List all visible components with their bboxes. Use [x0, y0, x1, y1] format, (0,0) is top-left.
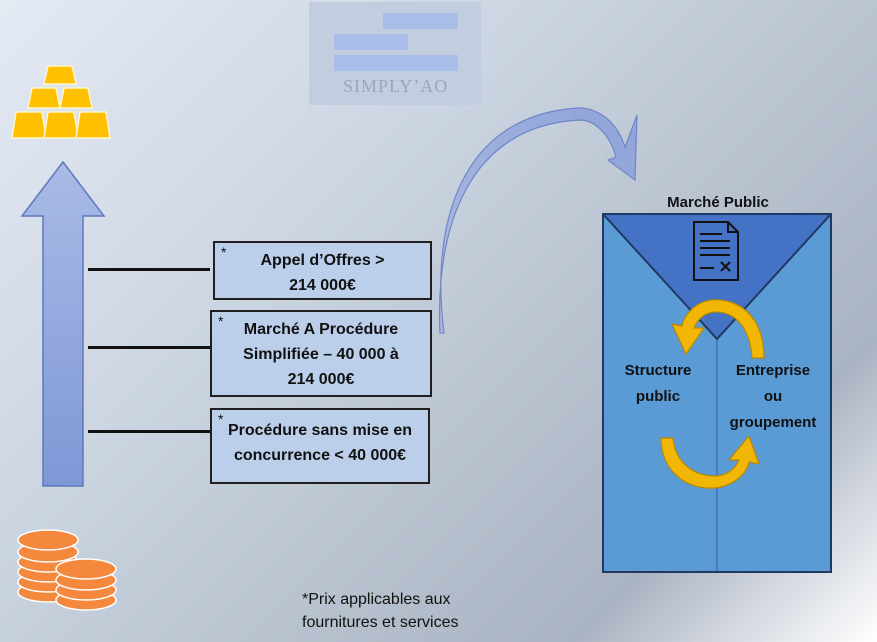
simplyao-logo: SIMPLY’AO: [309, 2, 481, 105]
label-line: public: [635, 388, 681, 405]
tier-text: 214 000€: [289, 277, 356, 294]
logo-bar: [383, 13, 458, 29]
connector-line: [88, 430, 210, 433]
tier-text: concurrence < 40 000€: [233, 447, 407, 464]
coins-stack-icon: [8, 522, 123, 612]
gold-bars-icon: [10, 64, 114, 142]
footnote-line: fournitures et services: [302, 614, 459, 631]
cycle-arrow-bottom-icon: [655, 430, 765, 495]
tier-text: Marché A Procédure: [243, 321, 399, 338]
tier-box-appel-offres: * Appel d’Offres > 214 000€: [213, 241, 432, 300]
logo-bar: [334, 34, 408, 50]
footnote-line: *Prix applicables aux: [302, 591, 451, 608]
label-line: groupement: [729, 414, 817, 431]
label-line: Structure: [624, 362, 692, 379]
envelope-title: Marché Public: [667, 194, 769, 211]
label-line: Entreprise: [735, 362, 811, 379]
entreprise-label: Entreprise ou groupement: [718, 358, 828, 436]
structure-public-label: Structure public: [612, 358, 704, 410]
tier-text: Appel d’Offres >: [260, 252, 385, 269]
logo-bar: [334, 55, 458, 71]
curved-arrow: [430, 105, 650, 340]
marche-public-envelope: [600, 213, 834, 573]
connector-line: [88, 268, 210, 271]
tier-text: Procédure sans mise en: [227, 422, 413, 439]
logo-text: SIMPLY’AO: [343, 76, 449, 96]
footnote: *Prix applicables aux fournitures et ser…: [302, 588, 522, 634]
value-scale-arrow: [20, 160, 106, 490]
tier-box-sans-concurrence: * Procédure sans mise en concurrence < 4…: [210, 408, 430, 484]
contract-document-icon: [692, 220, 740, 282]
tier-box-mapa: * Marché A Procédure Simplifiée – 40 000…: [210, 310, 432, 397]
connector-line: [88, 346, 210, 349]
tier-text: 214 000€: [287, 371, 355, 388]
cycle-arrow-top-icon: [664, 292, 770, 362]
asterisk: *: [218, 411, 224, 427]
asterisk: *: [218, 313, 224, 329]
tier-text: Simplifiée – 40 000 à: [243, 346, 399, 363]
asterisk: *: [221, 244, 227, 260]
label-line: ou: [763, 388, 783, 405]
